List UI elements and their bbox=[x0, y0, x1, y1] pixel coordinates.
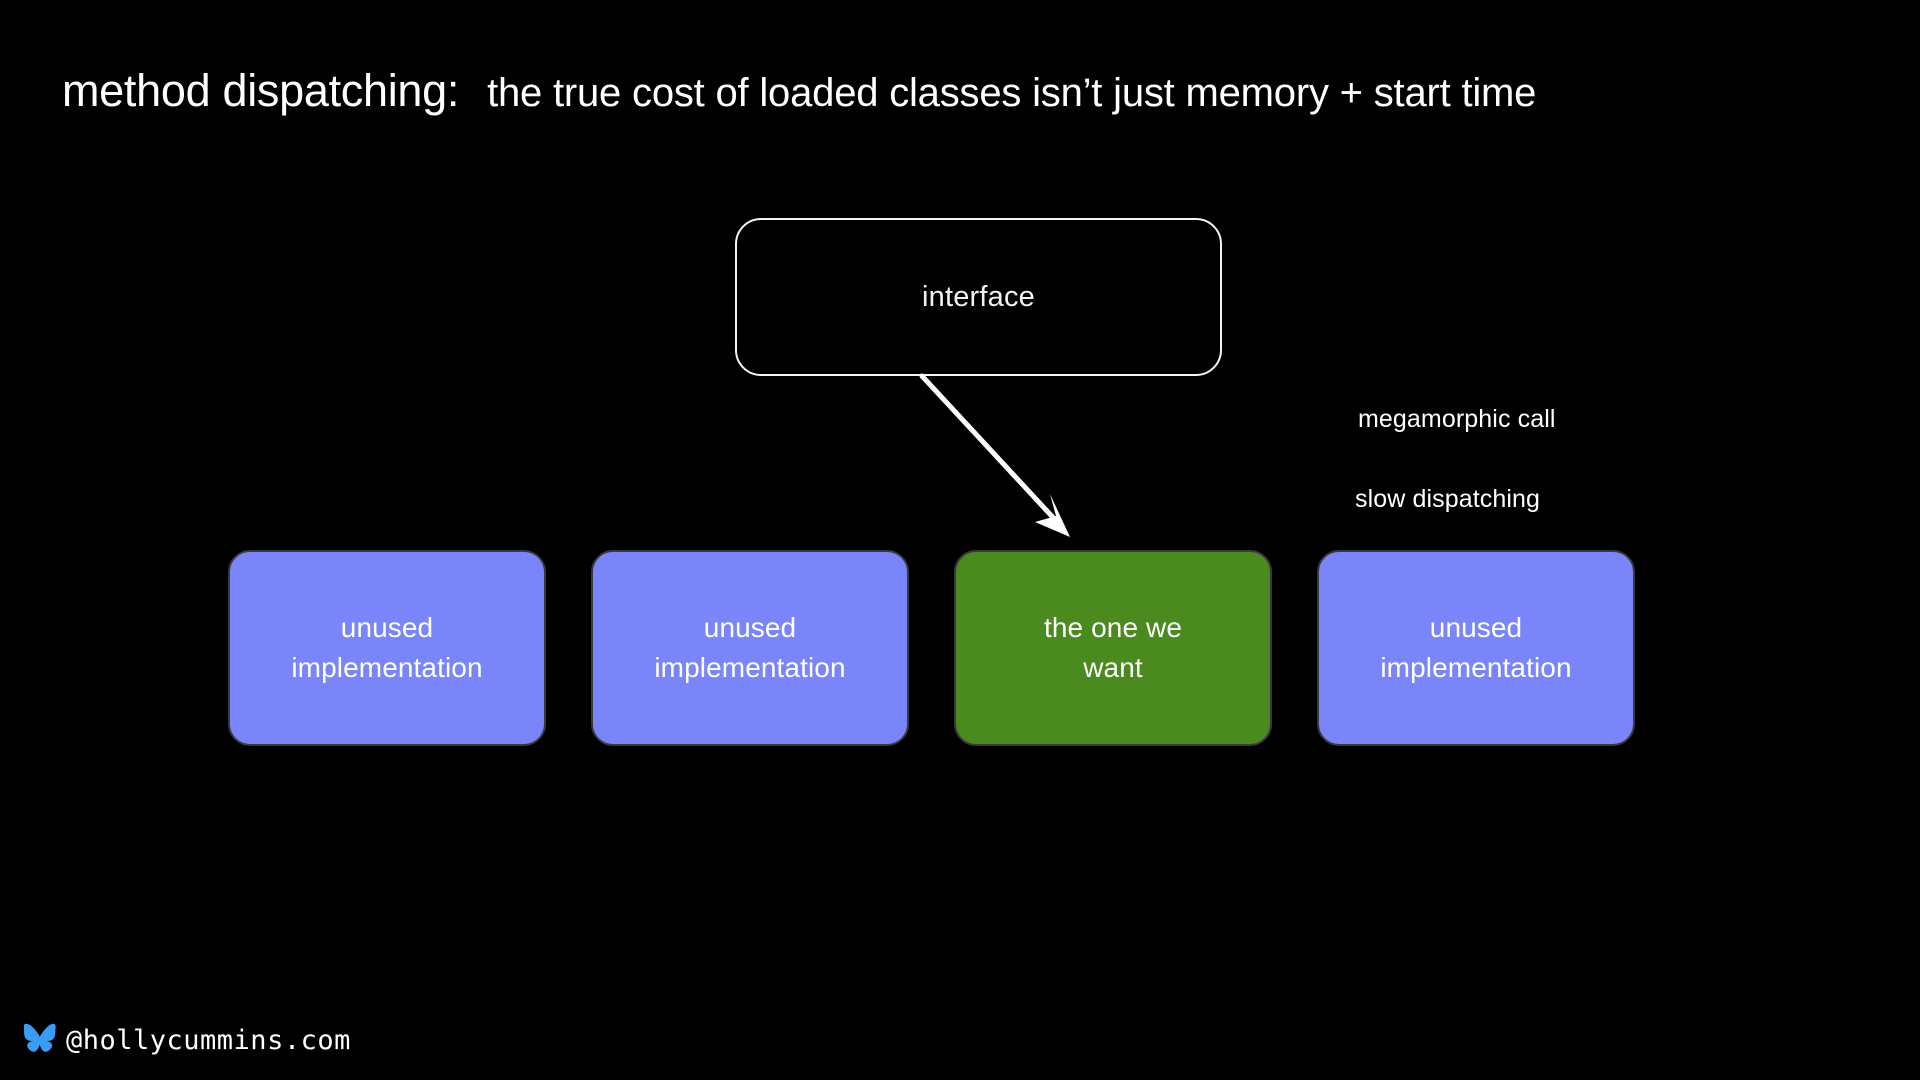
title-main: method dispatching: bbox=[62, 65, 460, 116]
annotation-slow-dispatching: slow dispatching bbox=[1355, 485, 1541, 513]
page-title: method dispatching: the true cost of loa… bbox=[62, 68, 1536, 113]
implementation-box-2-label: unused implementation bbox=[654, 608, 845, 688]
annotation-megamorphic-call: megamorphic call bbox=[1358, 405, 1556, 433]
implementation-box-1-label: unused implementation bbox=[291, 608, 482, 688]
title-subtitle: the true cost of loaded classes isn’t ju… bbox=[487, 71, 1537, 115]
implementation-box-4-line1: unused bbox=[1429, 612, 1523, 644]
implementation-box-3-label: the one we want bbox=[1044, 608, 1182, 688]
implementation-box-2-line1: unused bbox=[703, 612, 797, 644]
bluesky-butterfly-icon bbox=[23, 1023, 56, 1058]
implementation-box-4-label: unused implementation bbox=[1380, 608, 1571, 688]
footer: @hollycummins.com bbox=[23, 1023, 351, 1058]
implementation-box-4-line2: implementation bbox=[1380, 652, 1572, 683]
footer-handle: @hollycummins.com bbox=[66, 1025, 351, 1056]
implementation-box-4[interactable]: unused implementation bbox=[1317, 550, 1635, 746]
implementation-box-2-line2: implementation bbox=[654, 652, 846, 683]
interface-node-label: interface bbox=[921, 280, 1036, 313]
implementation-box-1-line1: unused bbox=[340, 612, 434, 644]
implementation-box-1-line2: implementation bbox=[291, 652, 483, 683]
implementation-box-1[interactable]: unused implementation bbox=[228, 550, 546, 746]
implementation-box-3-selected[interactable]: the one we want bbox=[954, 550, 1272, 746]
implementation-box-3-line2: want bbox=[1083, 652, 1143, 683]
dispatch-arrow-icon bbox=[919, 373, 1070, 537]
implementation-box-2[interactable]: unused implementation bbox=[591, 550, 909, 746]
interface-node: interface bbox=[735, 218, 1222, 376]
implementation-boxes: unused implementation unused implementat… bbox=[228, 550, 1635, 746]
implementation-box-3-line1: the one we bbox=[1044, 612, 1182, 644]
